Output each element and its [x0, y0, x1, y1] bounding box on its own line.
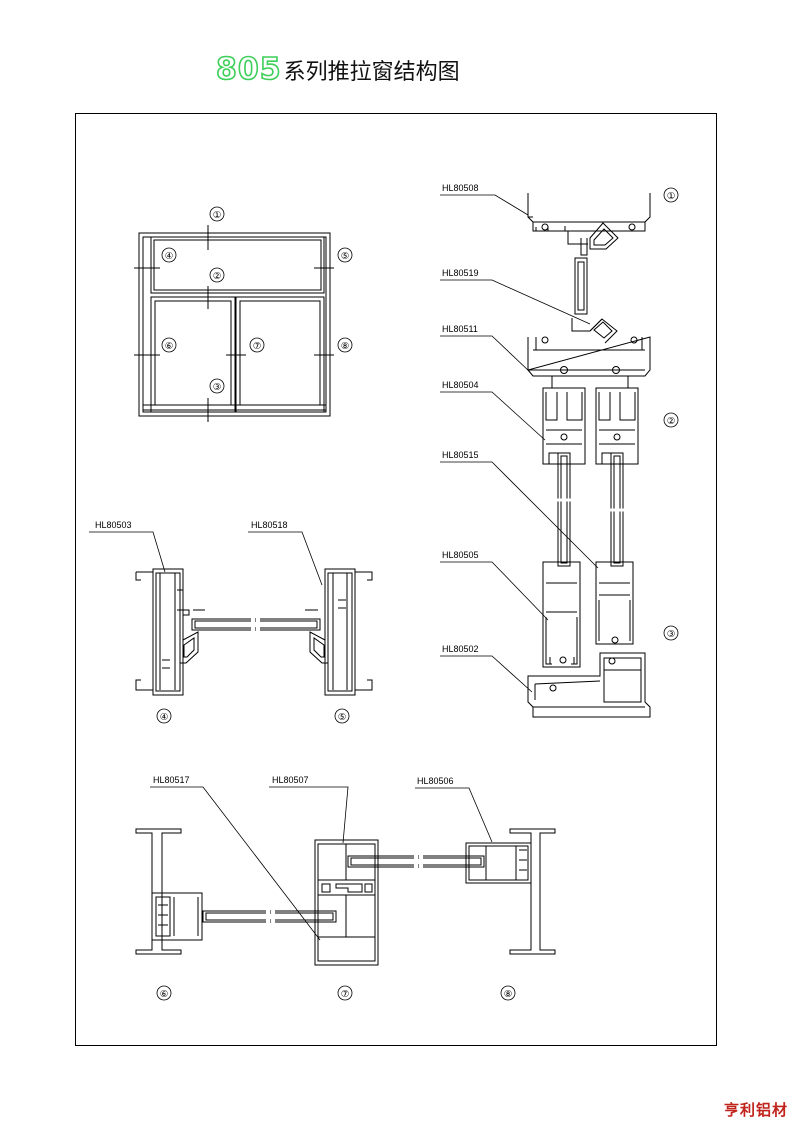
marker-6-section: ⑥	[160, 989, 169, 1000]
part-label-hl80505: HL80505	[442, 550, 479, 560]
section-marker-labels: ① ② ③ ④ ⑤ ⑥ ⑦ ⑧ ① ② ③ ④ ⑤ ⑥ ⑦ ⑧	[160, 191, 676, 1000]
watermark: 亨利铝材	[723, 1101, 788, 1119]
part-label-hl80506: HL80506	[417, 776, 454, 786]
part-labels: HL80508 HL80519 HL80511 HL80504 HL80515 …	[95, 183, 479, 786]
leader-lines	[89, 194, 599, 941]
marker-1-section: ①	[667, 191, 676, 202]
part-label-hl80515: HL80515	[442, 450, 479, 460]
series-number: 805	[215, 51, 282, 88]
marker-1-elev: ①	[213, 210, 222, 221]
marker-5-section: ⑤	[338, 712, 347, 723]
window-elevation	[134, 225, 334, 422]
marker-3-elev: ③	[213, 382, 222, 393]
marker-5-elev: ⑤	[341, 251, 350, 262]
part-label-hl80503: HL80503	[95, 520, 132, 530]
marker-2-elev: ②	[213, 271, 222, 282]
part-label-hl80507: HL80507	[272, 775, 309, 785]
page-title: 805 系列推拉窗结构图	[215, 51, 460, 92]
part-label-hl80504: HL80504	[442, 380, 479, 390]
section-marker-circles	[156, 187, 679, 1001]
marker-3-section: ③	[667, 629, 676, 640]
part-label-hl80502: HL80502	[442, 644, 479, 654]
part-label-hl80511: HL80511	[442, 324, 478, 334]
part-label-hl80508: HL80508	[442, 183, 479, 193]
marker-7-elev: ⑦	[253, 341, 262, 352]
marker-8-elev: ⑧	[341, 341, 350, 352]
part-label-hl80518: HL80518	[251, 520, 288, 530]
marker-6-elev: ⑥	[165, 341, 174, 352]
title-text: 系列推拉窗结构图	[283, 60, 460, 85]
jamb-sections-4-5	[135, 568, 373, 696]
marker-8-section: ⑧	[504, 989, 513, 1000]
marker-7-section: ⑦	[341, 989, 350, 1000]
marker-4-section: ④	[160, 712, 169, 723]
marker-2-section: ②	[667, 416, 676, 427]
part-label-hl80519: HL80519	[442, 268, 479, 278]
part-label-hl80517: HL80517	[153, 775, 190, 785]
drawing-frame	[75, 113, 717, 1046]
marker-4-elev: ④	[165, 251, 174, 262]
sash-sections-6-7-8	[135, 828, 556, 966]
